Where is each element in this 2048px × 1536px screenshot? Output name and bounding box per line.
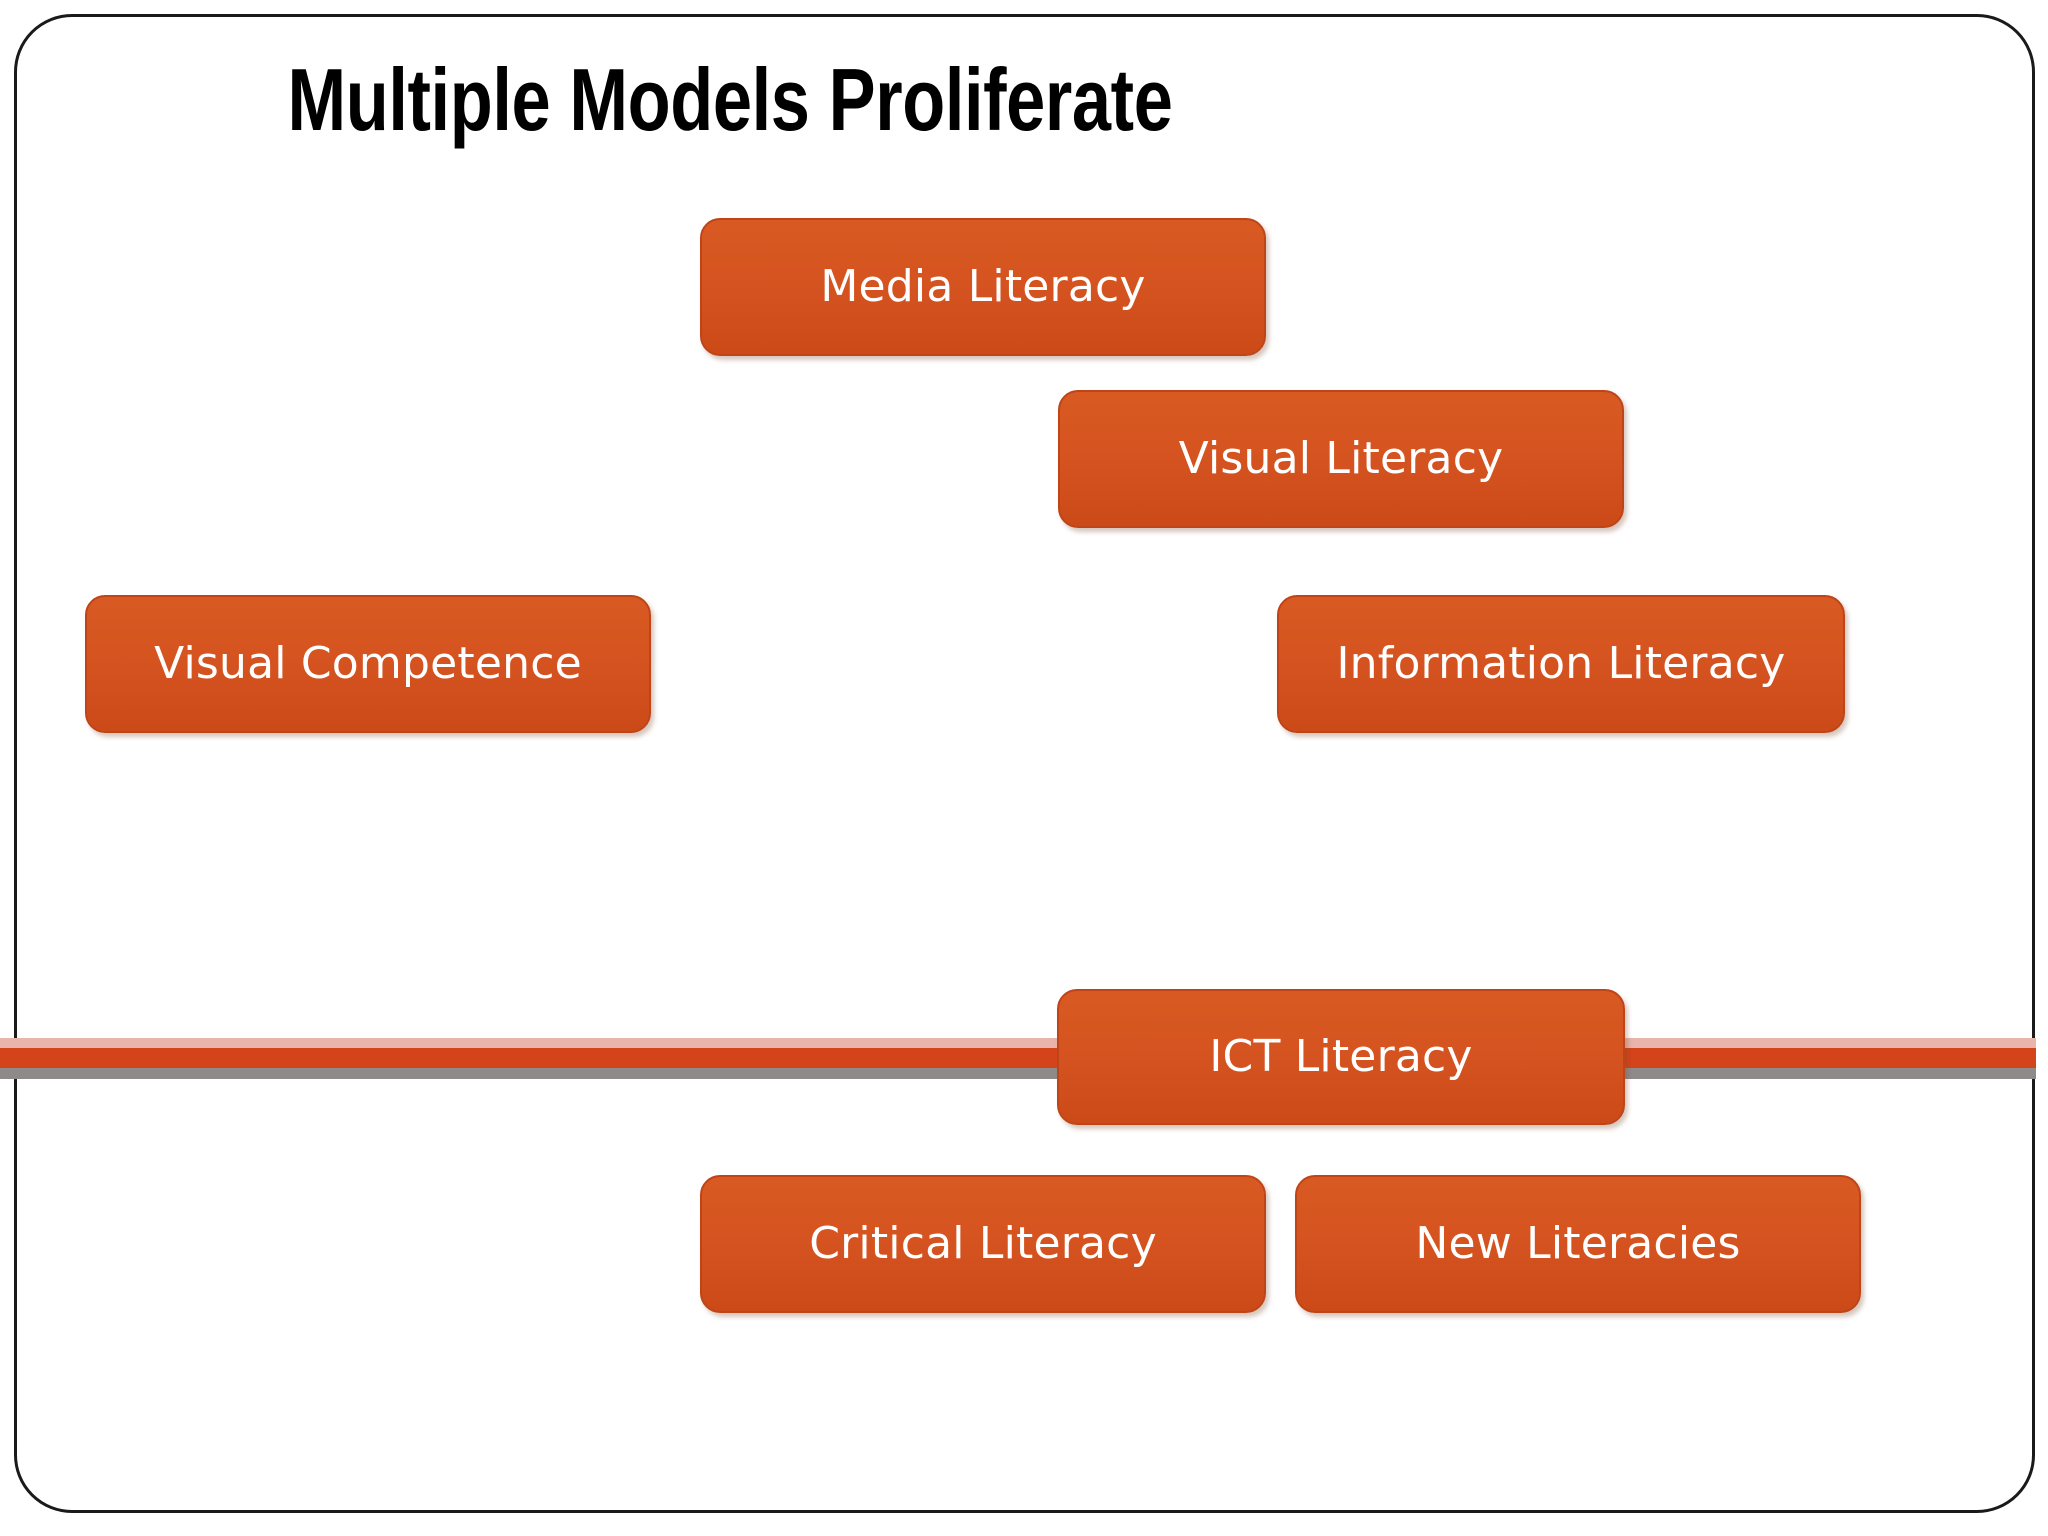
- node-label: Visual Literacy: [1178, 433, 1504, 484]
- node-information-literacy[interactable]: Information Literacy: [1277, 595, 1845, 733]
- node-visual-literacy[interactable]: Visual Literacy: [1058, 390, 1624, 528]
- node-media-literacy[interactable]: Media Literacy: [700, 218, 1266, 356]
- node-new-literacies[interactable]: New Literacies: [1295, 1175, 1861, 1313]
- node-ict-literacy[interactable]: ICT Literacy: [1057, 989, 1625, 1125]
- accent-band-middle: [0, 1048, 2036, 1068]
- node-label: Media Literacy: [820, 261, 1146, 312]
- node-visual-competence[interactable]: Visual Competence: [85, 595, 651, 733]
- node-label: New Literacies: [1415, 1218, 1741, 1269]
- node-label: Information Literacy: [1336, 638, 1786, 689]
- node-label: ICT Literacy: [1209, 1031, 1473, 1082]
- node-label: Critical Literacy: [809, 1218, 1157, 1269]
- page-title: Multiple Models Proliferate: [287, 50, 1173, 149]
- accent-band-top: [0, 1038, 2036, 1048]
- node-label: Visual Competence: [154, 638, 582, 689]
- node-critical-literacy[interactable]: Critical Literacy: [700, 1175, 1266, 1313]
- accent-band-bottom: [0, 1068, 2036, 1079]
